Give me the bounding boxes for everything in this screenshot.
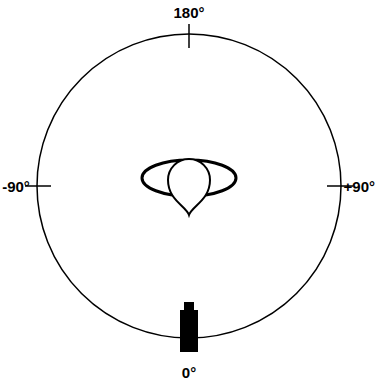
tick-mark: [188, 24, 190, 48]
angle-label: 0°: [182, 365, 196, 380]
head-symbol: [142, 159, 236, 215]
angle-label: 180°: [173, 5, 204, 20]
angle-label: -90°: [2, 179, 30, 194]
angle-label: +90°: [344, 179, 375, 194]
microphone-symbol: [180, 302, 198, 352]
polar-circle: [37, 34, 341, 338]
